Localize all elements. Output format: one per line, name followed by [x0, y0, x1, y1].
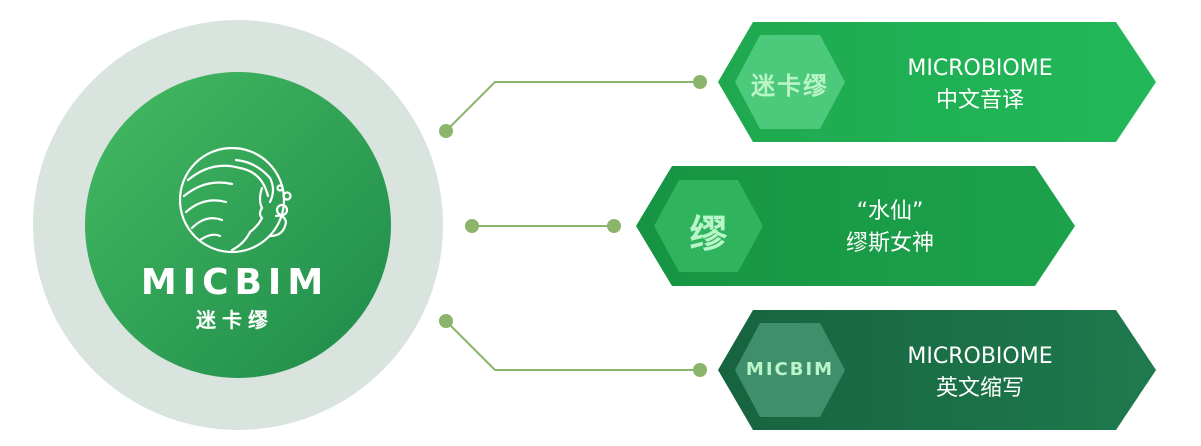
connector-middle-start-dot	[465, 219, 479, 233]
item-3-badge-hex	[735, 323, 845, 417]
connector-bottom	[445, 320, 700, 371]
item-3-badge-text: MICBIM	[745, 359, 835, 380]
brand-name-en: MICBIM	[140, 262, 330, 303]
connector-bottom-end-dot	[693, 363, 707, 377]
connector-top-start-dot	[439, 124, 453, 138]
item-3-line1: MICROBIOME	[907, 344, 1053, 369]
item-2-line2: 缪斯女神	[845, 231, 934, 256]
item-3-line2: 英文缩写	[935, 376, 1024, 401]
item-2-badge-text: 缪	[689, 212, 728, 256]
item-1-line1: MICROBIOME	[907, 56, 1053, 81]
brand-name-cn: 迷卡缪	[196, 308, 274, 332]
connector-top-end-dot	[693, 75, 707, 89]
item-2-badge-hex	[654, 180, 763, 272]
logo-circle	[85, 72, 391, 378]
connector-bottom-start-dot	[439, 314, 453, 328]
item-1-badge-text: 迷卡缪	[751, 72, 829, 100]
item-3-label: MICROBIOME 英文缩写	[860, 341, 1100, 405]
item-1-badge-hex	[735, 35, 845, 129]
item-2-label: “水仙” 缪斯女神	[770, 196, 1010, 260]
item-2-line1: “水仙”	[856, 199, 924, 224]
goddess-head-icon	[178, 146, 292, 254]
connector-top	[445, 81, 700, 132]
connector-middle-end-dot	[607, 219, 621, 233]
item-1-label: MICROBIOME 中文音译	[860, 53, 1100, 117]
item-1-line2: 中文音译	[935, 88, 1024, 113]
